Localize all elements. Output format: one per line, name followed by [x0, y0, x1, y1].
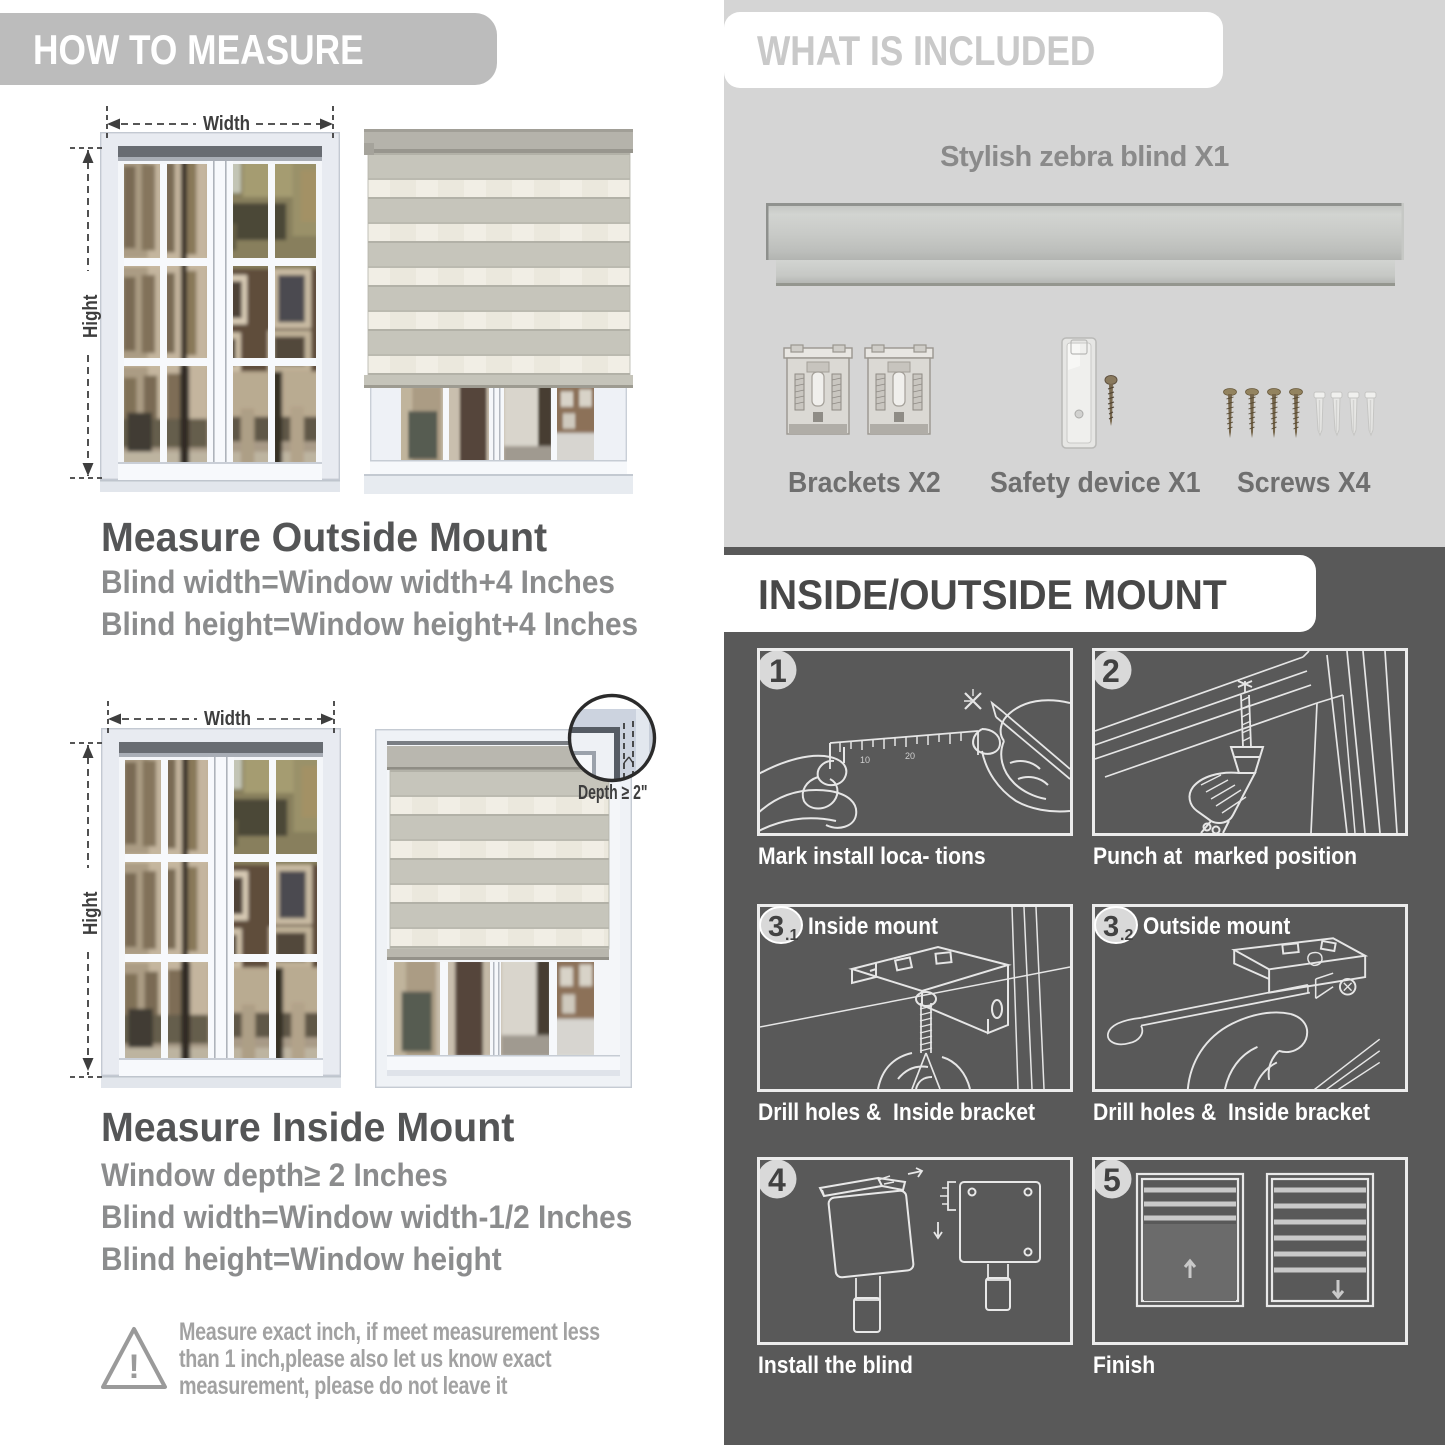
svg-text:10: 10: [860, 755, 870, 765]
svg-text:20: 20: [905, 751, 915, 761]
svg-text:1: 1: [769, 653, 787, 689]
svg-text:.1: .1: [785, 927, 798, 944]
svg-text:!: !: [128, 1348, 139, 1386]
svg-text:2: 2: [1102, 653, 1120, 689]
svg-text:5: 5: [1103, 1162, 1121, 1198]
svg-text:3: 3: [768, 911, 784, 943]
svg-text:.2: .2: [1120, 927, 1133, 944]
svg-text:3: 3: [1103, 911, 1119, 943]
svg-text:4: 4: [768, 1162, 786, 1198]
